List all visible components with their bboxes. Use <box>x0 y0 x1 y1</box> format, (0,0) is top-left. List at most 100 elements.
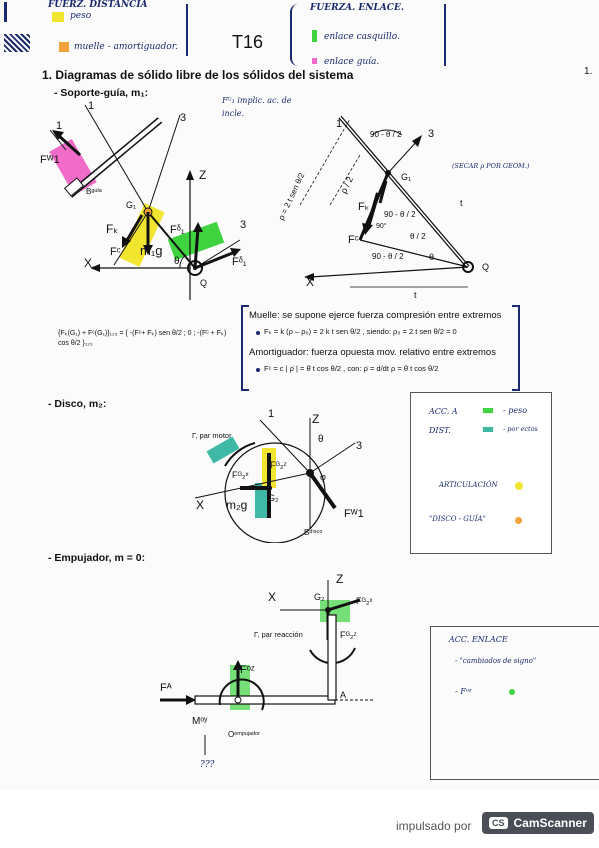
legend-scribble <box>4 2 23 22</box>
base-line <box>359 239 469 268</box>
disco-lbl-fg2x: Fᴳ₂ˣ <box>232 470 249 480</box>
disco-heading: - Disco, m₂: <box>48 398 107 410</box>
soporte-diagram <box>49 104 241 300</box>
footer: impulsado por CS CamScanner <box>0 790 599 848</box>
disco-diagram <box>194 418 356 543</box>
green-swatch <box>312 30 317 42</box>
lbl-fk: Fₖ <box>106 222 119 236</box>
geom-lbl-ang-top: 90 - θ / 2 <box>370 130 402 139</box>
scanned-page: FUERZ. DISTANCIA peso muelle - amortigua… <box>4 0 599 780</box>
lbl-fb1: Fᵂ1 <box>40 154 60 166</box>
muelle-box-bracket-right <box>512 305 520 391</box>
geom-lbl-t1: t <box>460 198 463 208</box>
disco-lbl-z: Z <box>312 412 320 426</box>
x-arrowhead <box>90 264 100 272</box>
amort-title: Amortiguador: fuerza opuesta mov. relati… <box>249 347 496 358</box>
z-arrowhead <box>186 170 194 180</box>
geom-lbl-fc: Fᶜ <box>348 234 359 246</box>
geom-lbl-fk: Fₖ <box>358 201 370 213</box>
lbl-q: Q <box>200 278 208 288</box>
disco-lbl-g2: G₂ <box>268 493 279 503</box>
spring-element <box>147 211 196 269</box>
disco-note-line2b: - por ectos <box>503 425 538 433</box>
disco-note-teal <box>483 427 493 432</box>
g1-point <box>385 170 391 176</box>
b-disco-point <box>306 469 314 477</box>
guide-rod-inner <box>68 118 162 197</box>
axis-3-q <box>194 239 241 269</box>
camscanner-brand: CamScanner <box>513 816 587 830</box>
disco-lbl-theta: θ <box>318 434 324 445</box>
fc-arrow <box>366 192 380 228</box>
emp-lbl-a: A <box>340 690 347 700</box>
lbl-3: 3 <box>180 112 187 124</box>
fb1-head <box>52 130 64 140</box>
axis-3 <box>387 139 419 174</box>
x-head <box>304 273 314 281</box>
legend-left: FUERZ. DISTANCIA peso muelle - amortigua… <box>4 0 188 60</box>
muelle-bullet <box>256 331 260 335</box>
orange-swatch <box>59 42 69 52</box>
geom-lbl-ang-mid: 90 - θ / 2 <box>384 210 416 219</box>
camscanner-badge[interactable]: CS CamScanner <box>482 812 594 834</box>
geometry-diagram <box>299 115 474 288</box>
emp-lbl-moy: Mᵒʸ <box>192 716 208 727</box>
pusher-bar <box>194 695 336 705</box>
disco-note-yellow-dot <box>515 482 523 490</box>
geom-lbl-90: 90° <box>376 223 387 230</box>
disco-lbl-m2g: m₂g <box>226 498 248 512</box>
emp-note-line2: - "cambiados de signo" <box>455 657 537 665</box>
lbl-m1g: m₁g <box>140 243 163 258</box>
lbl-g1: G₁ <box>126 200 137 210</box>
emp-lbl-fg2x: Fᴳ₂ˣ <box>356 596 373 606</box>
lbl-x: X <box>84 256 93 270</box>
lbl-1b: 1 <box>88 100 95 112</box>
fa-head <box>186 695 196 705</box>
x-axis <box>309 266 469 278</box>
disco-lbl-1: 1 <box>268 408 275 420</box>
geom-lbl-x: X <box>306 275 315 289</box>
axis-3-left <box>147 114 181 213</box>
pink-swatch <box>312 58 317 64</box>
disco-note-orange-dot <box>515 517 522 524</box>
angle-arc-top <box>371 129 403 136</box>
q-joint <box>462 261 474 273</box>
geom-side-note: (SECAR ρ POR GEOM.) <box>452 162 530 170</box>
legend-right-brace <box>290 4 298 66</box>
teal-highlight-2 <box>255 483 269 518</box>
empujador-diagram <box>160 580 375 755</box>
g2-point <box>266 485 272 491</box>
gamma-arc <box>224 442 256 467</box>
disco-note-line1: ACC. A <box>429 407 458 416</box>
foz-head <box>233 660 243 670</box>
disco-lbl-fg2z: Fᴳ₂ᶻ <box>270 460 287 470</box>
geom-lbl-1: 1 <box>336 118 343 130</box>
spring-line <box>113 211 149 266</box>
x-axis <box>194 472 311 499</box>
legend-right-title: FUERZA. ENLACE. <box>310 3 404 13</box>
topic-code: T16 <box>232 32 264 52</box>
b-guia-block <box>63 177 85 197</box>
moy-arc <box>218 678 265 711</box>
disco-lbl-3: 3 <box>356 440 363 452</box>
fg2x-arrow <box>327 598 361 612</box>
geom-lbl-t2: t <box>414 290 417 300</box>
o-point <box>234 696 242 704</box>
emp-lbl-gamma: Γ, par reacción <box>254 630 303 639</box>
lbl-3b: 3 <box>240 219 247 231</box>
disco-note-line1b: - peso <box>503 406 528 415</box>
disco-lbl-bdisco: Bᵈⁱˢᶜᵒ <box>304 528 323 537</box>
geom-lbl-half-theta: θ / 2 <box>410 232 426 241</box>
emp-lbl-foz: Fᵒᶻ <box>240 664 255 676</box>
fq1-up-head <box>193 222 203 232</box>
lbl-theta: θ <box>174 256 180 267</box>
disco-note-line4: "DISCO - GUÍA" <box>429 515 486 523</box>
fq1-right-head <box>230 248 241 257</box>
legend-title: FUERZ. DISTANCIA <box>48 0 148 10</box>
disco-note-box: ACC. A - peso DIST. - por ectos ARTICULA… <box>410 392 552 554</box>
page-mark: 1. <box>584 66 593 77</box>
disco-lbl-x: X <box>196 498 205 512</box>
muelle-title: Muelle: se supone ejerce fuerza compresi… <box>249 310 502 321</box>
emp-lbl-fa: Fᴬ <box>160 682 172 694</box>
yellow-swatch <box>52 12 64 22</box>
